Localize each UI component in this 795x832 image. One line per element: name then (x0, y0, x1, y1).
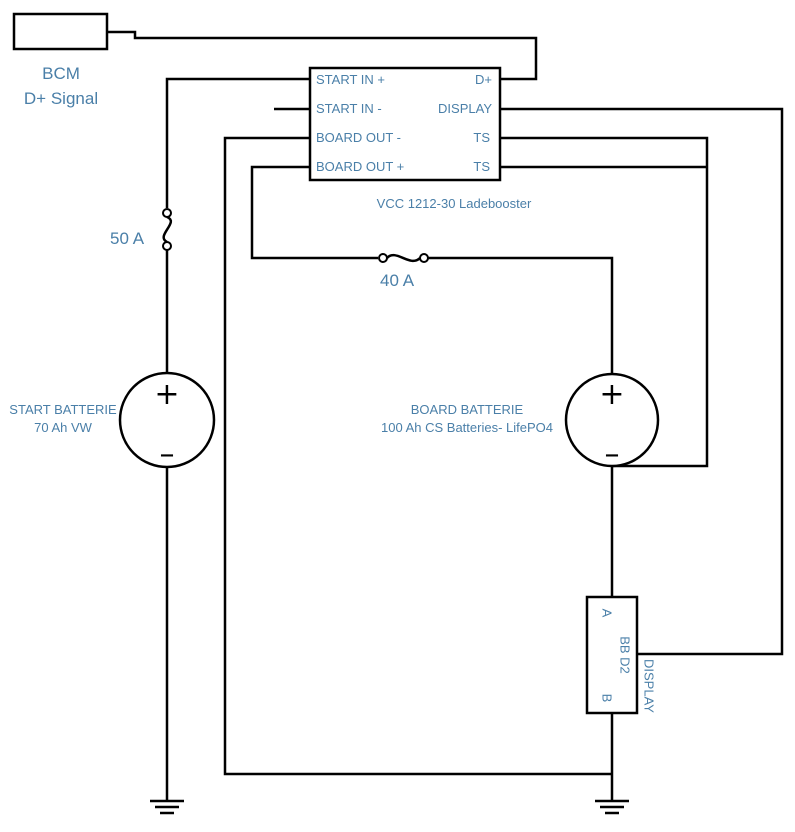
fuse-40a-label: 40 A (380, 271, 415, 290)
bb-d2-pin-b: B (600, 694, 615, 703)
pin-board-out-plus: BOARD OUT + (316, 159, 404, 174)
fuse-50a (162, 208, 173, 251)
pin-start-in-plus: START IN + (316, 72, 385, 87)
wire-board-out-minus (223, 136, 612, 776)
bcm-signal-label: D+ Signal (24, 89, 98, 108)
bb-d2-name: BB D2 (618, 636, 633, 674)
wire-board-battery-plus (428, 256, 614, 375)
pin-d-plus: D+ (475, 72, 492, 87)
pin-ts-1: TS (473, 130, 490, 145)
pin-ts-2: TS (473, 159, 490, 174)
bb-d2-pin-a: A (600, 609, 615, 618)
bcm-label: BCM (42, 64, 80, 83)
wire-d-plus (107, 30, 538, 81)
board-battery-minus: – (605, 437, 620, 472)
ground-right-icon (595, 799, 629, 815)
board-battery-plus: + (599, 377, 624, 412)
bb-d2-display-label: DISPLAY (642, 659, 657, 713)
board-battery-capacity: 100 Ah CS Batteries- LifePO4 (381, 420, 553, 435)
fuse-50a-label: 50 A (110, 229, 145, 248)
pin-start-in-minus: START IN - (316, 101, 382, 116)
board-battery-label: BOARD BATTERIE (411, 402, 524, 417)
wire-ts-1 (500, 136, 709, 468)
wire-start-in-plus (165, 77, 310, 208)
booster-title: VCC 1212-30 Ladebooster (377, 196, 532, 211)
start-battery-minus: – (160, 437, 175, 472)
wire-display (500, 107, 784, 656)
ground-left-icon (150, 799, 184, 815)
fuse-40a (378, 253, 429, 263)
wire-board-out-plus (250, 165, 378, 260)
booster-box (308, 66, 502, 182)
start-battery-plus: + (154, 377, 179, 412)
start-battery-label: START BATTERIE (9, 402, 117, 417)
bb-d2-box (585, 595, 639, 715)
start-battery-capacity: 70 Ah VW (34, 420, 93, 435)
pin-display: DISPLAY (438, 101, 492, 116)
pin-board-out-minus: BOARD OUT - (316, 130, 401, 145)
bcm-box (12, 12, 109, 51)
